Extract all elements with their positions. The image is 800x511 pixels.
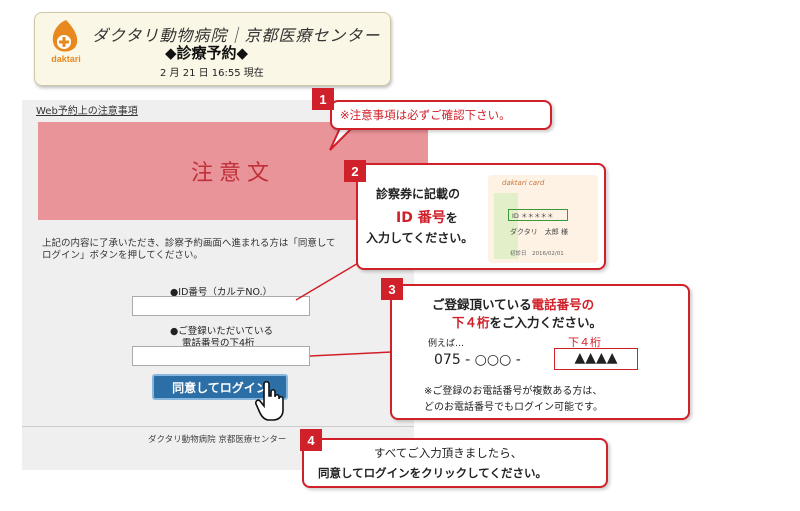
logo-text: daktari: [51, 54, 81, 64]
callout-2-line3: 入力してください。: [366, 231, 474, 245]
callout-3-line1: ご登録頂いている電話番号の: [432, 297, 595, 312]
phone-field-label-1: ●ご登録いただいている: [170, 326, 274, 337]
callout-4: すべてご入力頂きましたら、 同意してログインをクリックしてください。: [302, 438, 608, 488]
footer-divider: [22, 426, 414, 427]
caution-text: 注意文: [190, 161, 275, 186]
pointer-hand-icon: [255, 380, 284, 421]
step-2-badge: 2: [344, 160, 366, 182]
intro-text: 上記の内容に了承いただき、診察予約画面へ進まれる方は「同意してログイン」ボタンを…: [42, 238, 336, 261]
current-datetime: 2 月 21 日 16:55 現在: [160, 68, 264, 79]
footer-text: ダクタリ動物病院 京都医療センター: [148, 435, 287, 445]
callout-3-last4-box: ▲▲▲▲: [554, 348, 638, 370]
sample-card: daktari card ID ＊＊＊＊＊ ダクタリ 太郎 様 初診日 2016…: [488, 175, 598, 263]
agree-login-button[interactable]: 同意してログイン: [152, 374, 288, 400]
callout-2-id-label: ID 番号: [396, 210, 446, 226]
step-1-badge: 1: [312, 88, 334, 110]
callout-3: ご登録頂いている電話番号の 下４桁をご入力ください。 例えば… 下４桁 075 …: [390, 284, 690, 420]
card-name: ダクタリ 太郎 様: [510, 228, 568, 236]
id-input[interactable]: [132, 296, 310, 316]
callout-2-line2: ID 番号を: [396, 207, 458, 227]
callout-3-line2: 下４桁をご入力ください。: [452, 315, 603, 330]
phone-last4-input[interactable]: [132, 346, 310, 366]
step-4-badge: 4: [300, 429, 322, 451]
phone-field-label-2: 電話番号の下4桁: [182, 338, 255, 349]
callout-3-phone-example: 075 - ○○○ -: [434, 352, 521, 368]
clinic-logo-icon: daktari: [51, 20, 81, 64]
card-date: 初診日 2016/02/01: [510, 251, 564, 257]
page-title: ◆診療予約◆: [165, 44, 249, 62]
callout-4-line2: 同意してログインをクリックしてください。: [318, 466, 547, 480]
id-field-label: ●ID番号（カルテNO.）: [170, 287, 273, 298]
callout-3-example: 例えば…: [428, 339, 465, 349]
callout-2-line1: 診察券に記載の: [376, 187, 461, 201]
callout-1: ※注意事項は必ずご確認下さい。: [330, 100, 552, 130]
card-id-highlight: ID ＊＊＊＊＊: [508, 209, 568, 221]
callout-3-note2: どのお電話番号でもログイン可能です。: [424, 402, 603, 413]
callout-2-line2-rest: を: [445, 211, 458, 225]
notice-link[interactable]: Web予約上の注意事項: [36, 106, 138, 117]
clinic-name: ダクタリ動物病院｜京都医療センター: [92, 26, 381, 45]
callout-3-note1: ※ご登録のお電話番号が複数ある方は、: [424, 386, 603, 397]
callout-3-last4-label: 下４桁: [568, 336, 601, 349]
callout-4-line1: すべてご入力頂きましたら、: [374, 446, 523, 460]
callout-1-text: ※注意事項は必ずご確認下さい。: [340, 108, 511, 122]
header-card: [34, 12, 391, 86]
card-brand: daktari card: [502, 179, 545, 187]
callout-2: 診察券に記載の ID 番号を 入力してください。 daktari card ID…: [356, 163, 606, 270]
step-3-badge: 3: [381, 278, 403, 300]
